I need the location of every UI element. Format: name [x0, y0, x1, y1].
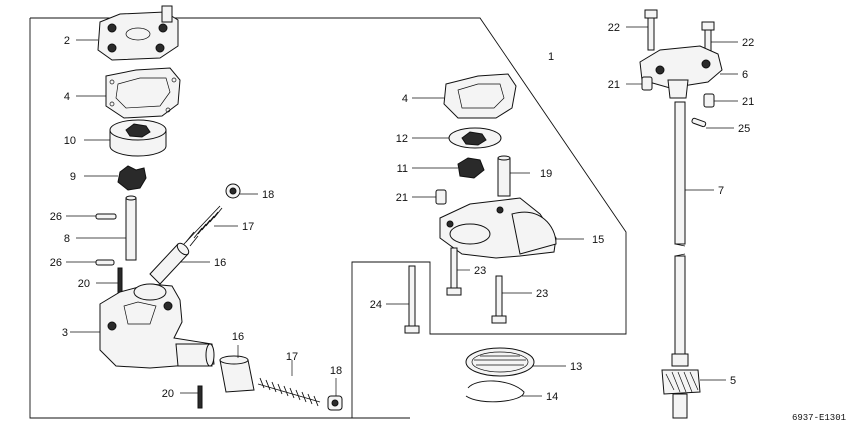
- callout-26: 26: [50, 257, 62, 269]
- bracket-part: [639, 45, 723, 99]
- callout-1: 1: [548, 51, 554, 63]
- callout-10: 10: [64, 135, 76, 147]
- callout-14: 14: [546, 391, 558, 403]
- callout-21: 21: [608, 79, 620, 91]
- relief-spring-lower-part: [257, 377, 321, 407]
- pump-cover-part: [97, 5, 179, 61]
- pin-25-part: [691, 117, 707, 128]
- callout-7: 7: [718, 185, 724, 197]
- outer-rotor-middle-part: [448, 127, 502, 149]
- callout-3: 3: [62, 327, 68, 339]
- bolt-22-left-part: [644, 9, 658, 51]
- callout-2: 2: [64, 35, 70, 47]
- callout-16: 16: [232, 331, 244, 343]
- callout-22: 22: [608, 22, 620, 34]
- callout-21: 21: [742, 96, 754, 108]
- drive-gear-part: [661, 353, 701, 419]
- relief-plunger-lower-part: [219, 355, 255, 393]
- callout-20: 20: [78, 278, 90, 290]
- drive-shaft-part: [125, 195, 137, 261]
- pump-body-part: [99, 283, 215, 369]
- pin-upper-part: [95, 213, 117, 220]
- inner-rotor-part: [117, 165, 147, 191]
- dowel-right-lower-part: [703, 93, 715, 108]
- callout-21: 21: [396, 192, 408, 204]
- callout-17: 17: [242, 221, 254, 233]
- callout-20: 20: [162, 388, 174, 400]
- callout-18: 18: [330, 365, 342, 377]
- callout-13: 13: [570, 361, 582, 373]
- callout-9: 9: [70, 171, 76, 183]
- callout-26: 26: [50, 211, 62, 223]
- callout-25: 25: [738, 123, 750, 135]
- callout-19: 19: [540, 168, 552, 180]
- gasket-middle-part: [443, 73, 517, 119]
- callout-17: 17: [286, 351, 298, 363]
- pin-lower-part: [95, 259, 115, 266]
- cotter-pin-upper-part: [117, 267, 123, 295]
- callout-6: 6: [742, 69, 748, 81]
- callout-11: 11: [397, 163, 408, 175]
- callout-5: 5: [730, 375, 736, 387]
- relief-plunger-upper-part: [149, 242, 190, 285]
- callout-22: 22: [742, 37, 754, 49]
- cotter-pin-lower-part: [197, 385, 203, 409]
- relief-cap-upper-part: [225, 183, 241, 199]
- callout-8: 8: [64, 233, 70, 245]
- dowel-right-upper-part: [641, 76, 653, 91]
- shaft-middle-part: [497, 155, 511, 197]
- diagram-code: 6937-E1301: [792, 413, 846, 423]
- gasket-left-part: [105, 67, 181, 119]
- callout-15: 15: [592, 234, 604, 246]
- outer-rotor-part: [109, 119, 167, 157]
- callout-24: 24: [370, 299, 382, 311]
- relief-spring-upper-part: [183, 205, 223, 247]
- callout-4: 4: [402, 93, 408, 105]
- bolt-23-lower-part: [491, 275, 507, 324]
- strainer-part: [465, 347, 535, 377]
- bolt-24-part: [404, 265, 420, 334]
- inner-rotor-middle-part: [457, 157, 485, 179]
- clip-ring-part: [465, 380, 525, 403]
- callout-12: 12: [396, 133, 408, 145]
- long-shaft-part: [674, 101, 686, 357]
- callout-23: 23: [536, 288, 548, 300]
- callout-16: 16: [214, 257, 226, 269]
- callout-4: 4: [64, 91, 70, 103]
- callout-23: 23: [474, 265, 486, 277]
- relief-cap-lower-part: [327, 395, 343, 411]
- callout-18: 18: [262, 189, 274, 201]
- frame-lines: [29, 17, 627, 419]
- pump-housing-part: [439, 197, 557, 259]
- bolt-23-upper-part: [446, 247, 462, 296]
- dowel-middle-part: [435, 189, 447, 205]
